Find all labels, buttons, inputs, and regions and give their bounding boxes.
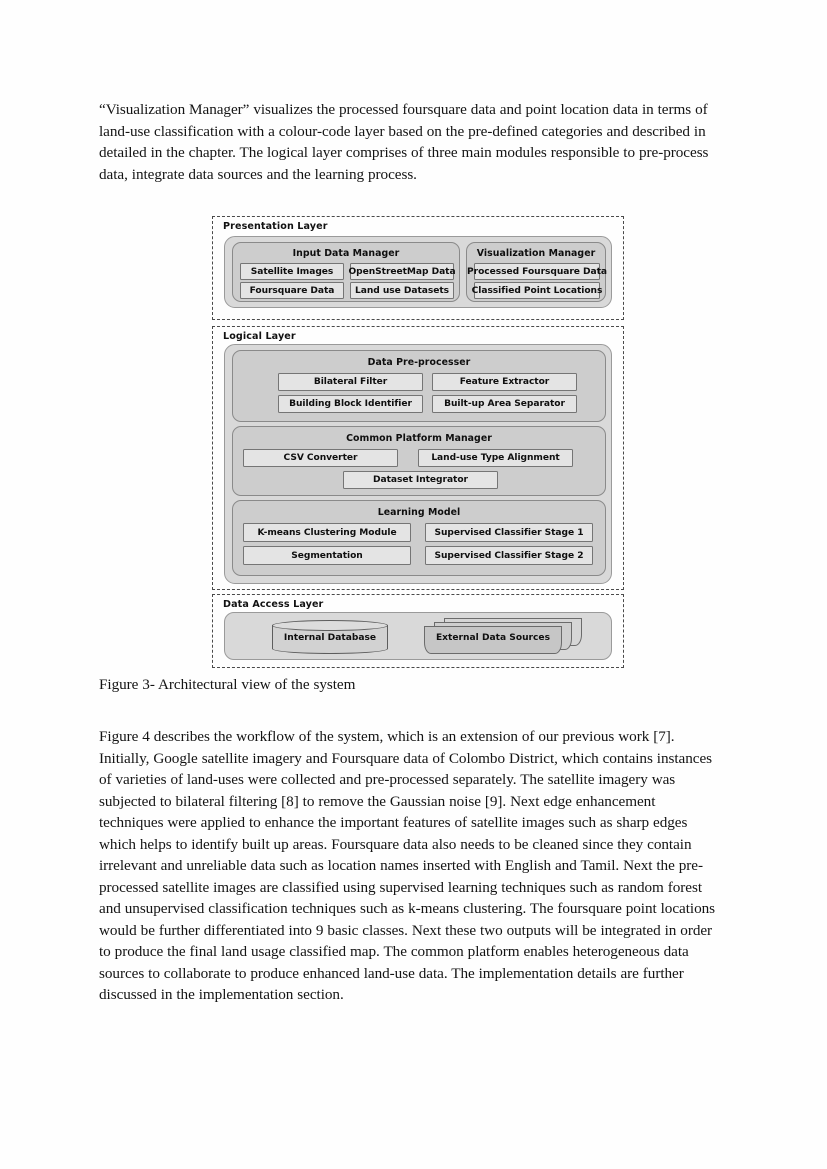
workflow-paragraph: Figure 4 describes the workflow of the s… bbox=[99, 728, 716, 1003]
node-csv-converter[interactable]: CSV Converter bbox=[243, 449, 398, 467]
module-input-data-manager[interactable]: Input Data Manager Satellite Images Open… bbox=[232, 242, 460, 302]
node-openstreetmap-data[interactable]: OpenStreetMap Data bbox=[348, 263, 456, 280]
node-supervised-classifier-stage-1[interactable]: Supervised Classifier Stage 1 bbox=[425, 523, 593, 542]
node-segmentation[interactable]: Segmentation bbox=[243, 546, 411, 565]
intro-paragraph: “Visualization Manager” visualizes the p… bbox=[99, 101, 709, 183]
module-title-input-data-manager: Input Data Manager bbox=[292, 248, 400, 259]
node-classified-point-locations[interactable]: Classified Point Locations bbox=[472, 282, 602, 299]
node-satellite-images[interactable]: Satellite Images bbox=[240, 263, 344, 280]
node-label-internal-database: Internal Database bbox=[283, 633, 377, 643]
node-label-external-data-sources: External Data Sources bbox=[435, 633, 551, 643]
node-supervised-classifier-stage-2[interactable]: Supervised Classifier Stage 2 bbox=[425, 546, 593, 565]
figure-caption: Figure 3- Architectural view of the syst… bbox=[99, 676, 356, 693]
node-external-data-sources[interactable]: External Data Sources bbox=[424, 618, 584, 654]
node-land-use-type-alignment[interactable]: Land-use Type Alignment bbox=[418, 449, 573, 467]
document-stack-front-icon bbox=[424, 626, 562, 654]
module-learning-model[interactable]: Learning Model K-means Clustering Module… bbox=[232, 500, 606, 576]
node-bilateral-filter[interactable]: Bilateral Filter bbox=[278, 373, 423, 391]
database-cylinder-top-icon bbox=[272, 620, 388, 631]
architecture-diagram: Presentation Layer Input Data Manager Sa… bbox=[212, 216, 626, 668]
node-internal-database[interactable]: Internal Database bbox=[272, 620, 388, 654]
node-built-up-area-separator[interactable]: Built-up Area Separator bbox=[432, 395, 577, 413]
node-processed-foursquare-data[interactable]: Processed Foursquare Data bbox=[467, 263, 607, 280]
logical-layer-title: Logical Layer bbox=[223, 331, 296, 342]
data-access-layer-boundary bbox=[212, 594, 624, 668]
logical-layer-boundary bbox=[212, 326, 624, 590]
module-title-data-pre-processer: Data Pre-processer bbox=[367, 357, 471, 368]
node-k-means-clustering-module[interactable]: K-means Clustering Module bbox=[243, 523, 411, 542]
data-access-layer-title: Data Access Layer bbox=[223, 599, 324, 610]
node-dataset-integrator[interactable]: Dataset Integrator bbox=[343, 471, 498, 489]
module-common-platform-manager[interactable]: Common Platform Manager CSV Converter La… bbox=[232, 426, 606, 496]
module-data-pre-processer[interactable]: Data Pre-processer Bilateral Filter Feat… bbox=[232, 350, 606, 422]
presentation-layer-title: Presentation Layer bbox=[223, 221, 328, 232]
module-title-common-platform-manager: Common Platform Manager bbox=[346, 433, 492, 444]
module-title-visualization-manager: Visualization Manager bbox=[476, 248, 596, 259]
node-foursquare-data[interactable]: Foursquare Data bbox=[240, 282, 344, 299]
node-land-use-datasets[interactable]: Land use Datasets bbox=[350, 282, 454, 299]
module-visualization-manager[interactable]: Visualization Manager Processed Foursqua… bbox=[466, 242, 607, 302]
presentation-layer-boundary bbox=[212, 216, 624, 320]
module-title-learning-model: Learning Model bbox=[377, 507, 461, 518]
node-feature-extractor[interactable]: Feature Extractor bbox=[432, 373, 577, 391]
node-building-block-identifier[interactable]: Building Block Identifier bbox=[278, 395, 423, 413]
